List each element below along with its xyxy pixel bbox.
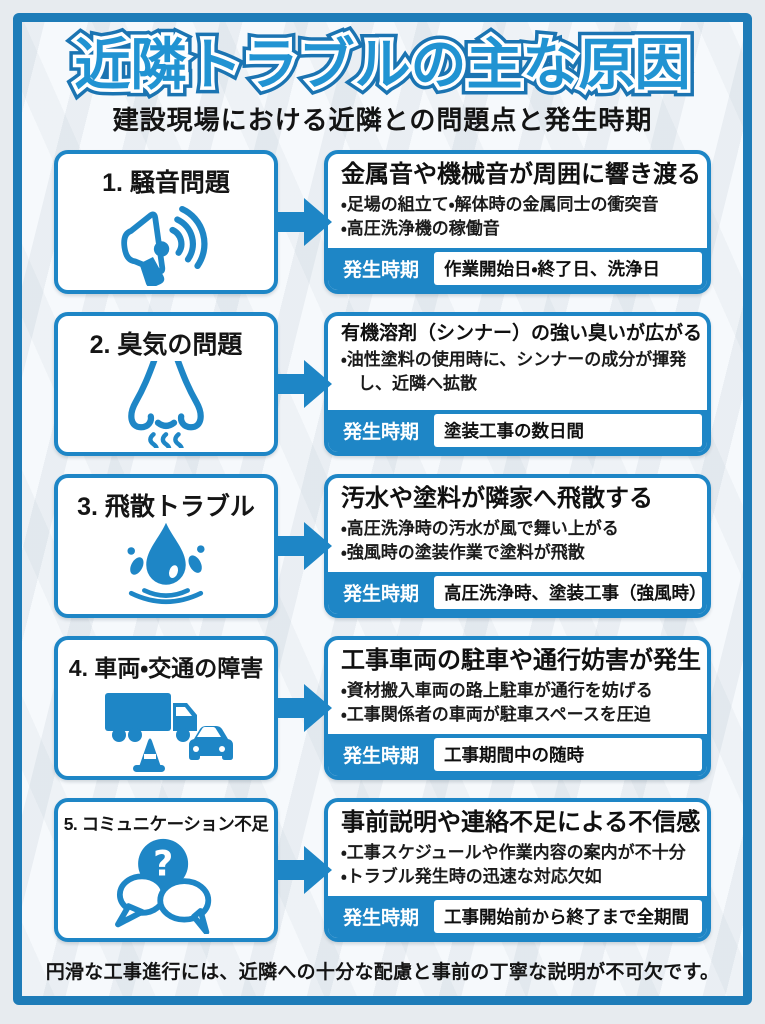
arrow-right-icon (274, 197, 332, 246)
arrow-right-icon (274, 683, 332, 732)
page-title-white-stroke: 近隣トラブルの主な原因 (71, 30, 694, 99)
detail-box: 汚水や塗料が隣家へ飛散する ・高圧洗浄時の汚水が風で舞い上がる ・強風時の塗装作… (324, 473, 711, 618)
period-strip: 発生時期 塗装工事の数日間 (328, 409, 707, 452)
row-odor: 2. 臭気の問題 (54, 311, 711, 456)
cause-box: 2. 臭気の問題 (54, 311, 278, 456)
cause-label: 2. 臭気の問題 (89, 330, 243, 359)
bullet: ・工事関係者の車両が駐車スペースを圧迫 (341, 704, 651, 724)
bullet: ・高圧洗浄時の汚水が風で舞い上がる (341, 518, 619, 538)
detail-bullets: ・高圧洗浄時の汚水が風で舞い上がる ・強風時の塗装作業で塗料が飛散 (341, 517, 699, 565)
page-title: 近隣トラブルの主な原因 近隣トラブルの主な原因 近隣トラブルの主な原因 (68, 26, 698, 102)
detail-headline: 汚水や塗料が隣家へ飛散する (341, 484, 653, 512)
water-splash-icon (127, 522, 205, 605)
detail-box: 工事車両の駐車や通行妨害が発生 ・資材搬入車両の路上駐車が通行を妨げる ・工事関… (324, 635, 711, 780)
period-label: 発生時期 (342, 422, 419, 444)
detail-box: 有機溶剤（シンナー）の強い臭いが広がる ・油性塗料の使用時に、シンナーの成分が揮… (324, 311, 711, 456)
cause-label: 3. 飛散トラブル (77, 492, 255, 521)
row-scatter: 3. 飛散トラブル (54, 473, 711, 618)
svg-text:?: ? (153, 844, 173, 884)
cause-box: 1. 騒音問題 (54, 149, 278, 294)
detail-bullets: ・工事スケジュールや作業内容の案内が不十分 ・トラブル発生時の迅速な対応欠如 (341, 841, 699, 889)
detail-bullets: ・資材搬入車両の路上駐車が通行を妨げる ・工事関係者の車両が駐車スペースを圧迫 (341, 679, 699, 727)
period-strip: 発生時期 高圧洗浄時、塗装工事（強風時） (328, 571, 707, 614)
detail-box: 金属音や機械音が周囲に響き渡る ・足場の組立て・解体時の金属同士の衝突音 ・高圧… (324, 149, 711, 294)
cause-label: 1. 騒音問題 (102, 168, 230, 197)
period-strip: 発生時期 工事期間中の随時 (328, 733, 707, 776)
period-label: 発生時期 (342, 746, 419, 768)
speech-bubbles-icon: ? (115, 838, 212, 934)
header: 近隣トラブルの主な原因 近隣トラブルの主な原因 近隣トラブルの主な原因 建設現場… (22, 26, 743, 137)
period-value: 工事開始前から終了まで全期間 (434, 899, 702, 933)
arrow-right-icon (274, 845, 332, 894)
nose-icon (128, 360, 204, 448)
cause-label: 4. 車両・交通の障害 (68, 654, 264, 681)
bullet: ・トラブル発生時の迅速な対応欠如 (341, 866, 602, 886)
cause-box: 5. コミュニケーション不足 ? (54, 797, 278, 942)
footer-note: 円滑な工事進行には、近隣への十分な配慮と事前の丁寧な説明が不可欠です。 (45, 962, 720, 983)
period-value: 作業開始日・終了日、洗浄日 (434, 251, 702, 285)
period-value: 工事期間中の随時 (434, 737, 702, 771)
bullet: ・高圧洗浄機の稼働音 (341, 218, 500, 238)
arrow-right-icon (274, 521, 332, 570)
detail-box: 事前説明や連絡不足による不信感 ・工事スケジュールや作業内容の案内が不十分 ・ト… (324, 797, 711, 942)
row-noise: 1. 騒音問題 (54, 149, 711, 294)
detail-bullets: ・足場の組立て・解体時の金属同士の衝突音 ・高圧洗浄機の稼働音 (341, 193, 699, 241)
detail-headline: 事前説明や連絡不足による不信感 (341, 808, 701, 836)
megaphone-icon (121, 206, 208, 286)
cause-rows: 1. 騒音問題 (54, 149, 711, 942)
cause-box: 3. 飛散トラブル (54, 473, 278, 618)
period-label: 発生時期 (342, 260, 419, 282)
period-label: 発生時期 (342, 584, 419, 606)
period-label: 発生時期 (342, 908, 419, 930)
period-strip: 発生時期 作業開始日・終了日、洗浄日 (328, 247, 707, 290)
detail-bullets: ・油性塗料の使用時に、シンナーの成分が揮発し、近隣へ拡散 (341, 348, 699, 396)
page-title-fill: 近隣トラブルの主な原因 (74, 33, 691, 96)
bullet: ・油性塗料の使用時に、シンナーの成分が揮発し、近隣へ拡散 (341, 350, 687, 394)
row-communication: 5. コミュニケーション不足 ? (54, 797, 711, 942)
detail-headline: 金属音や機械音が周囲に響き渡る (341, 160, 701, 188)
page-subtitle: 建設現場における近隣との問題点と発生時期 (112, 104, 653, 135)
cause-box: 4. 車両・交通の障害 (54, 635, 278, 780)
bullet: ・強風時の塗装作業で塗料が飛散 (341, 542, 585, 562)
detail-headline: 有機溶剤（シンナー）の強い臭いが広がる (341, 322, 703, 344)
frame-border: 近隣トラブルの主な原因 近隣トラブルの主な原因 近隣トラブルの主な原因 建設現場… (13, 13, 752, 1005)
cause-label: 5. コミュニケーション不足 (63, 813, 269, 834)
period-value: 高圧洗浄時、塗装工事（強風時） (434, 575, 702, 609)
detail-headline: 工事車両の駐車や通行妨害が発生 (341, 646, 701, 674)
bullet: ・工事スケジュールや作業内容の案内が不十分 (341, 842, 686, 862)
page-title-outline: 近隣トラブルの主な原因 (68, 26, 698, 102)
arrow-right-icon (274, 359, 332, 408)
period-value: 塗装工事の数日間 (434, 413, 702, 447)
row-traffic: 4. 車両・交通の障害 (54, 635, 711, 780)
bullet: ・足場の組立て・解体時の金属同士の衝突音 (341, 194, 659, 214)
period-strip: 発生時期 工事開始前から終了まで全期間 (328, 895, 707, 938)
vehicles-icon (105, 693, 233, 772)
bullet: ・資材搬入車両の路上駐車が通行を妨げる (341, 680, 653, 700)
